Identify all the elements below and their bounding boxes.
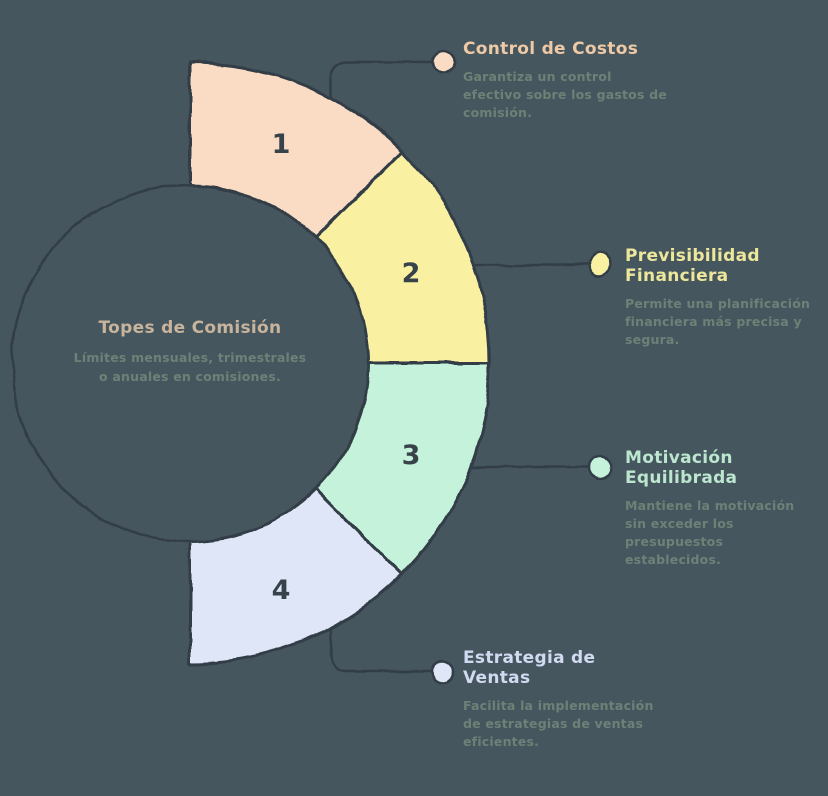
segment-number-3: 3 <box>402 440 421 471</box>
connector-line-4 <box>329 626 445 674</box>
diagram-subtitle: Límites mensuales, trimestrales o anuale… <box>73 350 307 385</box>
callout-motivacion-equilibrada: Motivación Equilibrada Mantiene la motiv… <box>625 448 815 570</box>
callout-body: Permite una planificación financiera más… <box>625 296 811 348</box>
callout-heading: Control de Costos <box>463 39 639 59</box>
callout-heading: Motivación Equilibrada <box>625 448 738 489</box>
callout-body: Mantiene la motivación sin exceder los p… <box>625 498 795 568</box>
callout-dot-4 <box>430 659 456 685</box>
segment-number-2: 2 <box>402 258 421 289</box>
callout-dot-3 <box>587 454 613 480</box>
callout-dot-1 <box>430 49 456 75</box>
callout-heading: Previsibilidad Financiera <box>625 246 760 287</box>
callout-body: Garantiza un control efectivo sobre los … <box>463 69 667 121</box>
callout-dot-2 <box>587 252 613 278</box>
callout-estrategia-de-ventas: Estrategia de Ventas Facilita la impleme… <box>463 648 673 751</box>
diagram-title: Topes de Comisión <box>98 318 282 338</box>
connector-line-1 <box>329 60 445 101</box>
callout-body: Facilita la implementación de estrategia… <box>463 698 654 750</box>
callout-heading: Estrategia de Ventas <box>463 648 596 689</box>
sketch-layer <box>10 49 613 685</box>
center-circle <box>10 183 370 543</box>
segment-number-1: 1 <box>272 129 291 160</box>
callout-previsibilidad-financiera: Previsibilidad Financiera Permite una pl… <box>625 246 815 349</box>
center-label: Topes de Comisión Límites mensuales, tri… <box>70 318 310 387</box>
segment-number-4: 4 <box>272 575 291 606</box>
callout-control-de-costos: Control de Costos Garantiza un control e… <box>463 39 668 122</box>
